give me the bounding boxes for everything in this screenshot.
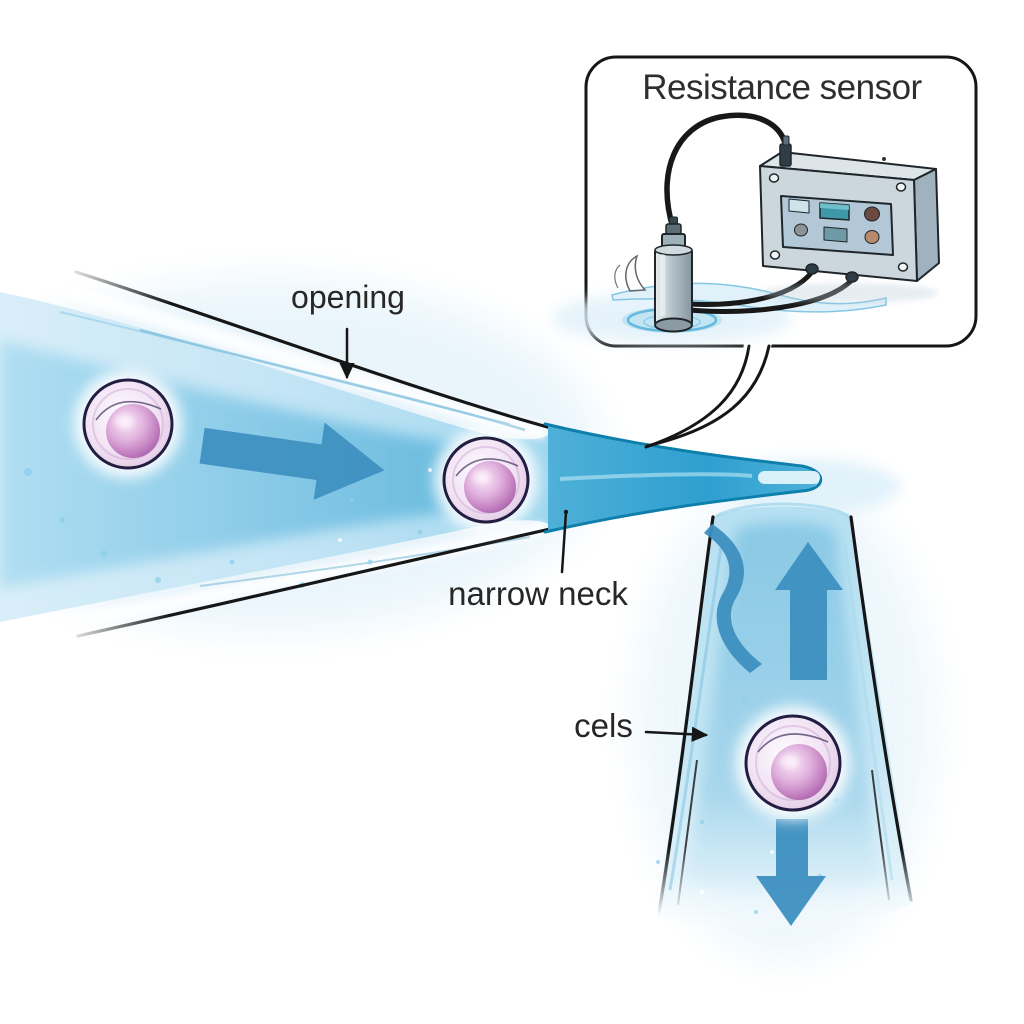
outlet-left-wall xyxy=(657,515,715,915)
outlet-right-wall xyxy=(849,515,913,902)
fluid-top-edge xyxy=(715,502,850,518)
down-flow-arrow-icon xyxy=(756,819,826,926)
up-flow-arrow-icon xyxy=(775,542,843,680)
splash-line xyxy=(614,264,621,289)
right-flow-arrow-icon xyxy=(199,422,385,500)
probe-cable xyxy=(664,112,788,231)
cell xyxy=(74,370,182,478)
tube-highlight xyxy=(758,471,820,484)
curved-flow-ribbon-icon xyxy=(704,524,762,673)
device-bottom-connector xyxy=(845,271,859,283)
panel-button xyxy=(788,198,810,214)
panel-button xyxy=(823,226,848,243)
wall-highlight-band xyxy=(80,521,547,627)
channel-top-wall xyxy=(74,270,553,430)
display-glare xyxy=(820,203,849,210)
splash xyxy=(625,254,647,292)
callout-tail xyxy=(646,343,772,447)
device-side-face xyxy=(913,168,940,282)
tube-highlight xyxy=(559,472,753,481)
label-narrow-neck: narrow neck xyxy=(448,575,628,612)
label-opening: opening xyxy=(291,279,405,315)
label-pointers xyxy=(339,327,709,742)
narrow-neck-pointer-line xyxy=(560,510,568,574)
inner-wall-streak xyxy=(668,539,724,891)
channel-bottom-wall xyxy=(76,527,552,638)
device-top-connector xyxy=(779,143,792,167)
label-cells: cels xyxy=(574,707,633,744)
inner-wall-streak xyxy=(843,544,894,881)
wall-highlight-band xyxy=(67,284,547,441)
cell xyxy=(736,706,850,820)
panel-knob xyxy=(794,223,808,237)
narrow-neck-tube xyxy=(543,422,823,534)
sensor-device xyxy=(759,135,940,303)
sensor-title: Resistance sensor xyxy=(642,68,922,107)
panel-knob xyxy=(864,206,880,222)
device-top-connector xyxy=(782,135,790,146)
outlet-wall-inner-line xyxy=(871,769,890,901)
panel-knob xyxy=(864,230,880,244)
panel-screws xyxy=(768,173,909,272)
top-face-mark xyxy=(882,157,886,161)
outlet-wall-inner-line xyxy=(677,759,698,906)
sensor-probe xyxy=(654,216,693,333)
device-cable xyxy=(673,269,815,307)
device-bottom-connector xyxy=(805,263,819,275)
resistance-sensor-callout xyxy=(552,55,978,449)
cell xyxy=(434,428,538,532)
flow-streak-lines xyxy=(59,311,531,587)
cells-pointer-arrow-icon xyxy=(644,726,709,742)
tube-outline xyxy=(543,422,823,534)
